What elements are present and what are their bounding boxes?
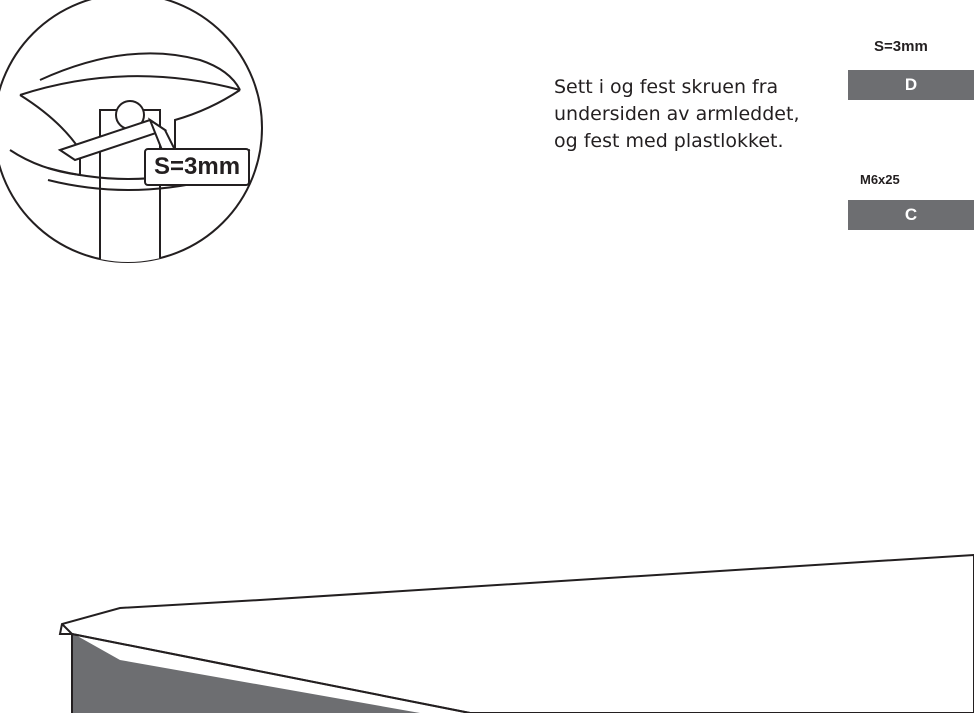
hex-key-size-label: S=3mm — [144, 148, 251, 186]
desk — [58, 553, 974, 713]
screw-spec: M6x25 — [860, 172, 900, 187]
parts-panel: S=3mm D M6x25 C — [848, 0, 974, 232]
desk-top — [58, 553, 974, 713]
zoom-detail-hex-key — [0, 0, 263, 263]
desk-front-side — [72, 633, 420, 713]
instruction-line: Sett i og fest skruen fra — [554, 76, 779, 98]
part-label-d: D — [848, 70, 974, 100]
part-label-c: C — [848, 200, 974, 230]
instruction-line: og fest med plastlokket. — [554, 130, 784, 152]
instruction-text: Sett i og fest skruen fra undersiden av … — [554, 74, 844, 155]
hex-key-spec: S=3mm — [874, 38, 928, 55]
instruction-line: undersiden av armleddet, — [554, 103, 800, 125]
